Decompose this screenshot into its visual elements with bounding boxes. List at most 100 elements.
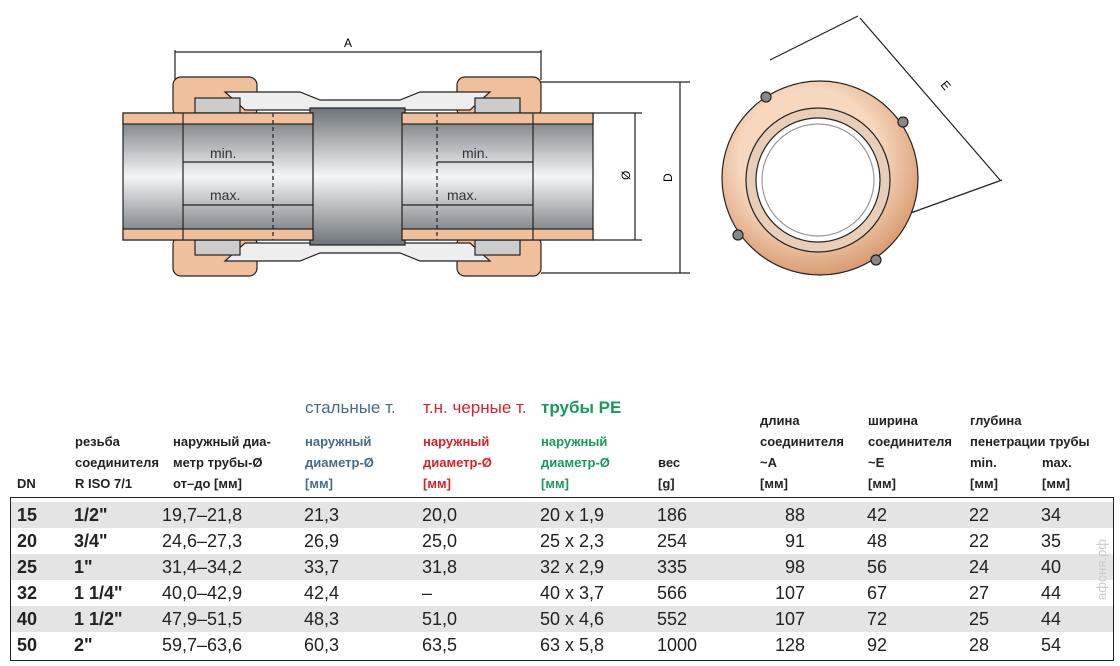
header-dn: DN <box>17 473 36 494</box>
side-view <box>122 15 1003 277</box>
cell: 25,0 <box>422 531 458 551</box>
cell: – <box>422 583 433 603</box>
cell: 1000 <box>657 635 698 655</box>
header-line: [мм] <box>1042 476 1070 491</box>
front-view <box>721 80 919 276</box>
cell: 107 <box>774 609 805 629</box>
cell: 128 <box>774 635 805 655</box>
cell: 54 <box>1041 635 1062 655</box>
cell: 24 <box>969 557 990 577</box>
coupling-drawing: A min. min. max. max. Ø D E <box>122 15 1003 277</box>
cell: 2" <box>74 635 93 655</box>
cell: 67 <box>867 583 888 603</box>
cell: 40 x 3,7 <box>540 583 605 603</box>
header-line: глубина <box>970 413 1022 428</box>
header-line: min. <box>970 455 997 470</box>
cell: 92 <box>867 635 888 655</box>
group-steel: стальные т. <box>305 398 396 417</box>
header-line: диаметр-Ø <box>423 455 492 470</box>
dim-diameter-label: Ø <box>619 171 633 180</box>
header-line: от–до [мм] <box>173 476 242 491</box>
header-depth: глубина пенетрации трубы <box>970 410 1090 452</box>
header-line: max. <box>1042 455 1072 470</box>
header-line: пенетрации трубы <box>970 434 1090 449</box>
cell: 335 <box>657 557 688 577</box>
cell: 22 <box>969 531 990 551</box>
cell: 33,7 <box>304 557 340 577</box>
cell: 25 x 2,3 <box>540 531 605 551</box>
cell: 20,0 <box>422 505 458 525</box>
cell: 21,3 <box>304 505 340 525</box>
cell: 48 <box>867 531 888 551</box>
cell: 40 <box>1041 557 1062 577</box>
cell: 254 <box>657 531 688 551</box>
cell: 31,8 <box>422 557 458 577</box>
cell: 1/2" <box>74 505 108 525</box>
cell: 48,3 <box>304 609 340 629</box>
cell: 35 <box>1041 531 1062 551</box>
header-line: [мм] <box>868 476 896 491</box>
dim-e-label: E <box>938 78 954 93</box>
cell: 552 <box>657 609 688 629</box>
cell: 1 1/4" <box>74 583 123 603</box>
cell: 50 x 4,6 <box>540 609 605 629</box>
cell: 34 <box>1041 505 1062 525</box>
cell: 186 <box>657 505 688 525</box>
cell: 72 <box>867 609 888 629</box>
cell: 56 <box>867 557 888 577</box>
group-black: т.н. черные т. <box>423 398 527 417</box>
header-line: резьба <box>75 434 120 449</box>
cell: 47,9–51,5 <box>162 609 243 629</box>
cell: 31,4–34,2 <box>162 557 243 577</box>
cell: 51,0 <box>422 609 458 629</box>
cell: 107 <box>774 583 805 603</box>
cell: 24,6–27,3 <box>162 531 243 551</box>
cell: 63 x 5,8 <box>540 635 605 655</box>
cell: 63,5 <box>422 635 458 655</box>
cell: 27 <box>969 583 990 603</box>
header-line: DN <box>17 476 36 491</box>
cell: 1 1/2" <box>74 609 123 629</box>
header-line: вес <box>658 455 681 470</box>
dim-d-label: D <box>661 173 675 182</box>
min-label-left: min. <box>210 145 236 161</box>
header-line: метр трубы-Ø <box>173 455 263 470</box>
cell: 91 <box>784 531 805 551</box>
header-line: [мм] <box>970 476 998 491</box>
cell: 20 x 1,9 <box>540 505 605 525</box>
header-line: соединителя <box>760 434 844 449</box>
dim-a-label: A <box>344 36 352 50</box>
header-line: наружный <box>423 434 490 449</box>
cell: 28 <box>969 635 990 655</box>
cell: 88 <box>784 505 805 525</box>
cell: 32 <box>17 583 38 603</box>
cell: 44 <box>1041 609 1062 629</box>
header-line: [g] <box>658 476 675 491</box>
cell: 26,9 <box>304 531 340 551</box>
cell: 60,3 <box>304 635 340 655</box>
header-line: наружный диа- <box>173 434 271 449</box>
cell: 44 <box>1041 583 1062 603</box>
cell: 42,4 <box>304 583 340 603</box>
min-label-right: min. <box>462 145 488 161</box>
cell: 40,0–42,9 <box>162 583 243 603</box>
cell: 32 x 2,9 <box>540 557 605 577</box>
header-line: соединителя <box>75 455 159 470</box>
header-min: min. [мм] <box>970 452 998 494</box>
max-label-left: max. <box>210 187 240 203</box>
cell: 22 <box>969 505 990 525</box>
cell: 59,7–63,6 <box>162 635 243 655</box>
max-label-right: max. <box>447 187 477 203</box>
header-line: ~A <box>760 455 777 470</box>
cell: 19,7–21,8 <box>162 505 243 525</box>
header-line: R ISO 7/1 <box>75 476 133 491</box>
header-line: длина <box>760 413 800 428</box>
cell: 15 <box>17 505 38 525</box>
header-line: соединителя <box>868 434 952 449</box>
